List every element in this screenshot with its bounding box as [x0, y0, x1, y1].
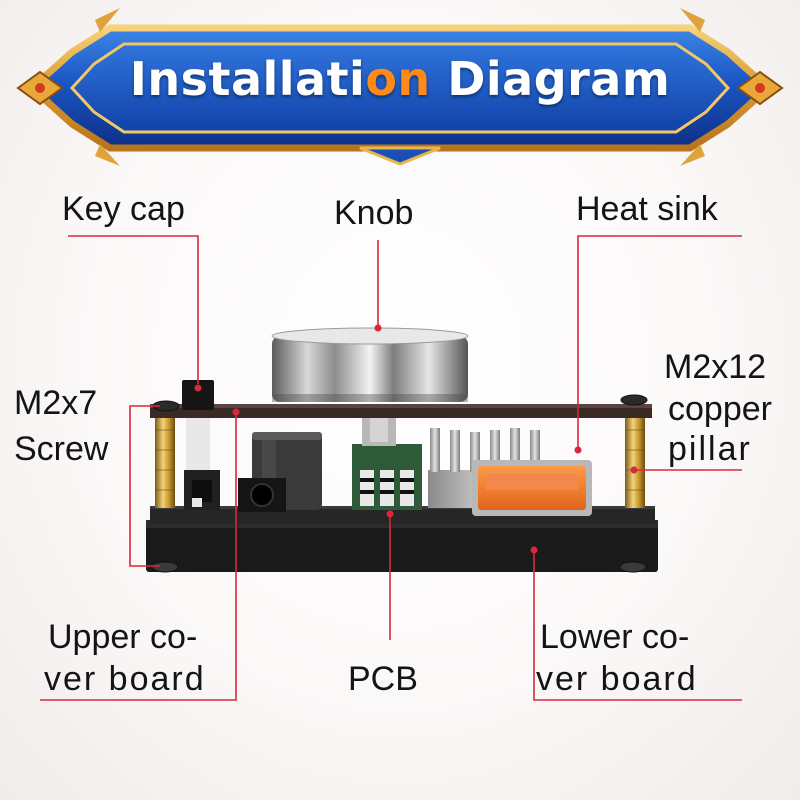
lower-cover-board — [146, 520, 658, 572]
label-upper-line2: ver board — [44, 660, 206, 698]
pillar-right — [625, 414, 645, 508]
label-lower-line2: ver board — [536, 660, 698, 698]
label-screw-line2: Screw — [14, 430, 109, 468]
title-banner — [16, 8, 784, 166]
label-key-cap: Key cap — [62, 190, 185, 228]
label-pillar-line2: copper — [668, 390, 772, 428]
label-upper-line1: Upper co- — [48, 618, 198, 656]
label-knob: Knob — [334, 194, 414, 232]
page-title: Installation Diagram — [129, 52, 671, 106]
key-cap — [182, 380, 214, 410]
pillar-left — [155, 414, 175, 508]
knob — [271, 327, 469, 402]
label-screw-line1: M2x7 — [14, 384, 98, 422]
label-pillar-line1: M2x12 — [664, 348, 767, 386]
label-pillar-line3: pillar — [668, 430, 752, 468]
bottom-screw-left — [151, 561, 179, 573]
title-highlight: on — [365, 52, 431, 106]
bottom-screw-right — [619, 561, 647, 573]
label-pcb: PCB — [348, 660, 418, 698]
top-screw-right — [620, 394, 648, 406]
label-lower-line1: Lower co- — [540, 618, 690, 656]
top-screw-left — [152, 400, 180, 412]
banner-panel — [69, 42, 731, 134]
label-heat-sink: Heat sink — [576, 190, 718, 228]
